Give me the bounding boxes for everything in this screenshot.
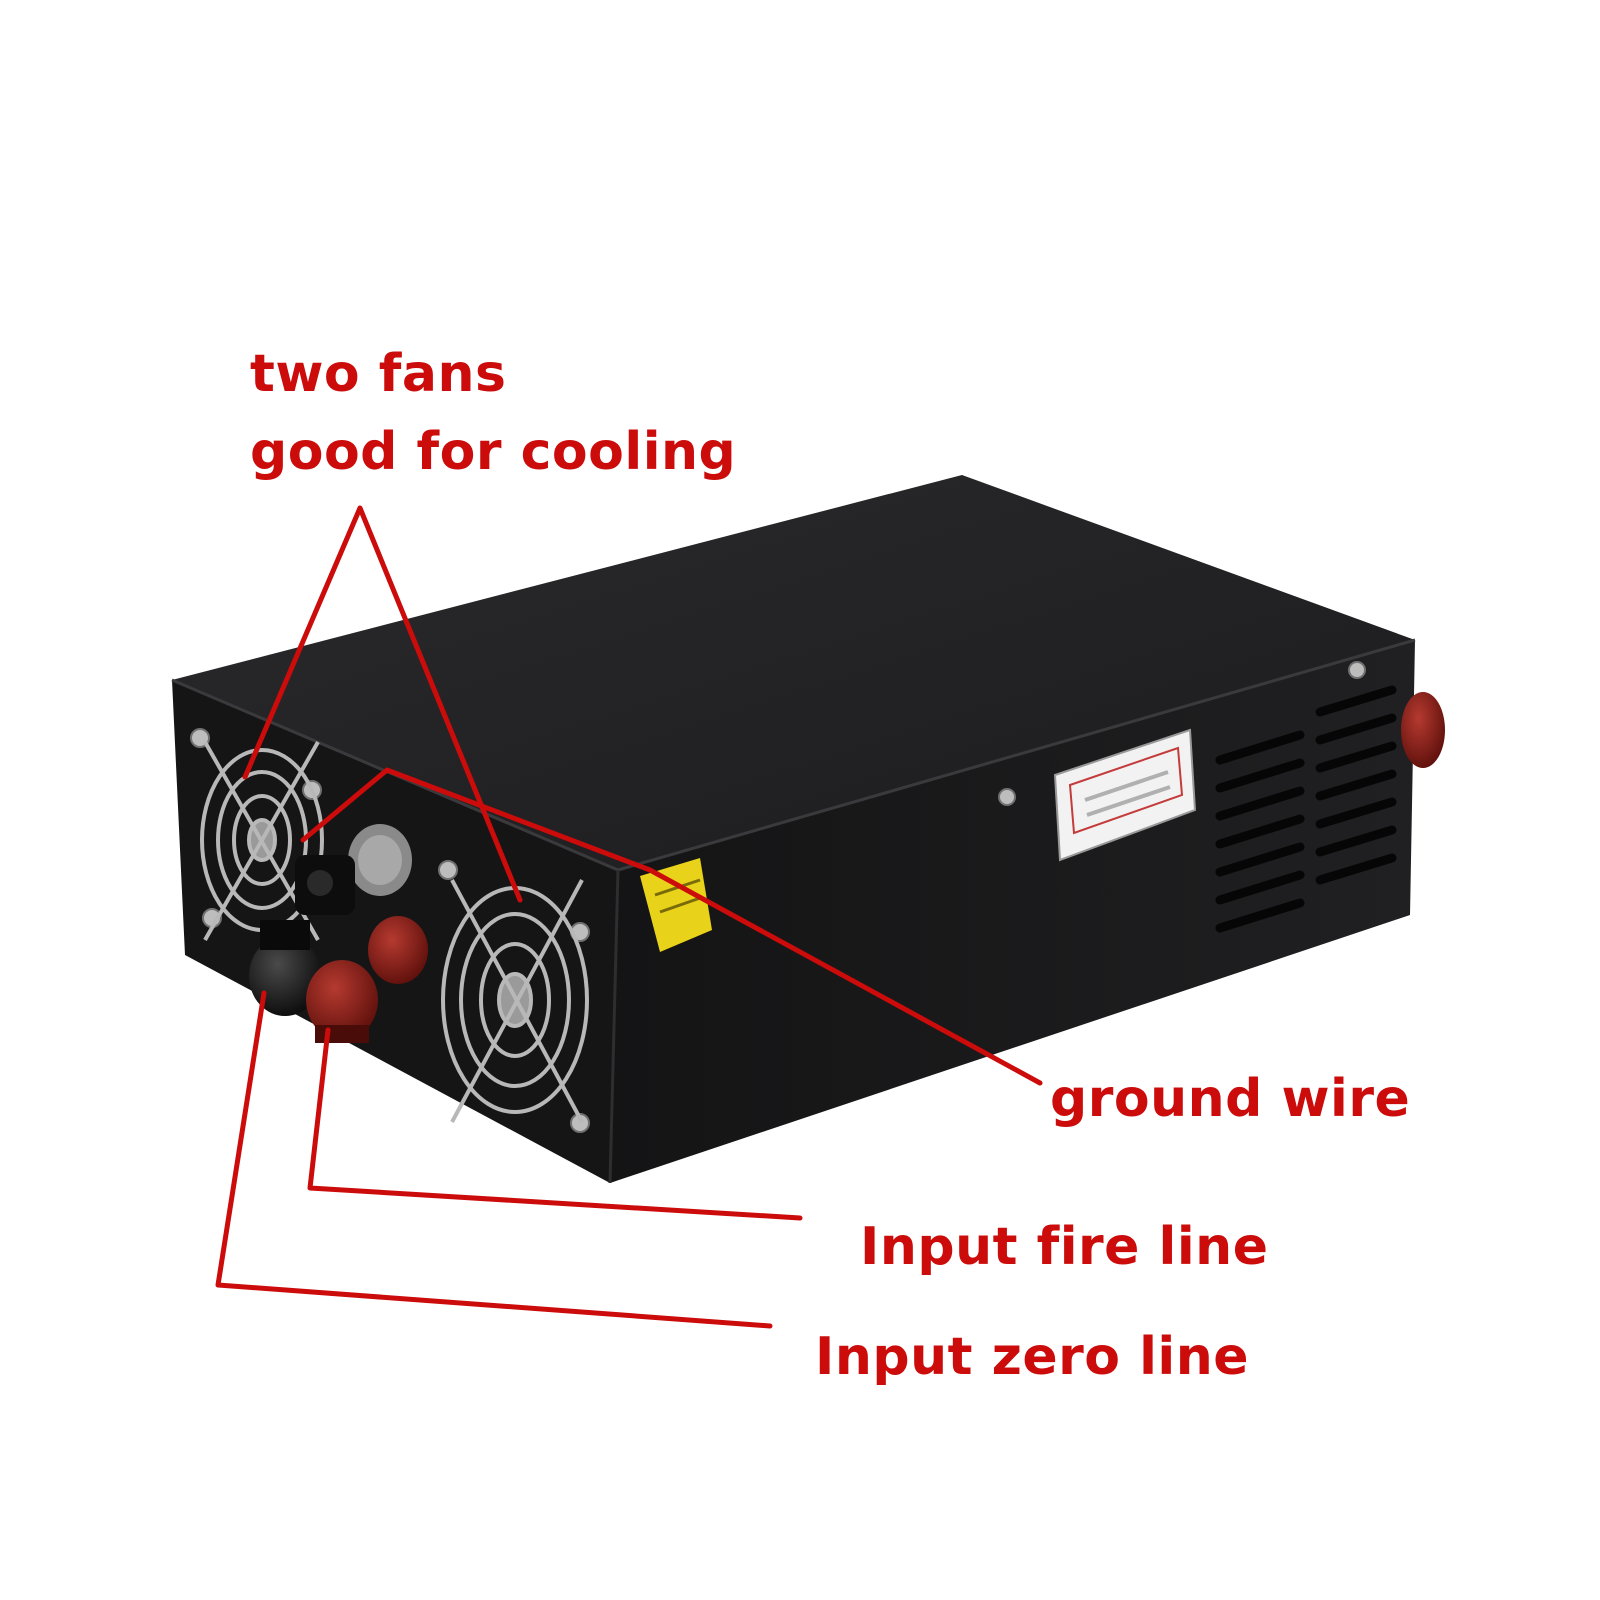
ground-leader-line	[300, 767, 1043, 1086]
ground-wire-callout: ground wire	[1050, 1069, 1411, 1129]
fans-callout-line1: two fans	[250, 344, 507, 404]
fans-callout-line2: good for cooling	[250, 422, 737, 482]
vent-slots-icon	[1215, 685, 1397, 933]
fire-leader-line	[307, 1027, 803, 1221]
zero-leader-line	[215, 990, 773, 1329]
fuse-holder	[295, 824, 412, 915]
fans-callout: two fans good for cooling	[250, 335, 736, 491]
fan-grille-icon	[441, 879, 589, 1123]
rear-red-terminal	[1401, 692, 1445, 768]
zero-line-callout: Input zero line	[815, 1327, 1250, 1387]
terminal-post-icon	[249, 916, 428, 1043]
chassis-side-face	[610, 640, 1415, 1183]
fans-leader-line	[242, 505, 523, 903]
fire-line-callout: Input fire line	[860, 1217, 1269, 1277]
annotation-leader-lines	[215, 505, 1043, 1329]
chassis-top-face	[172, 475, 1415, 870]
side-label-sticker	[1053, 728, 1197, 862]
